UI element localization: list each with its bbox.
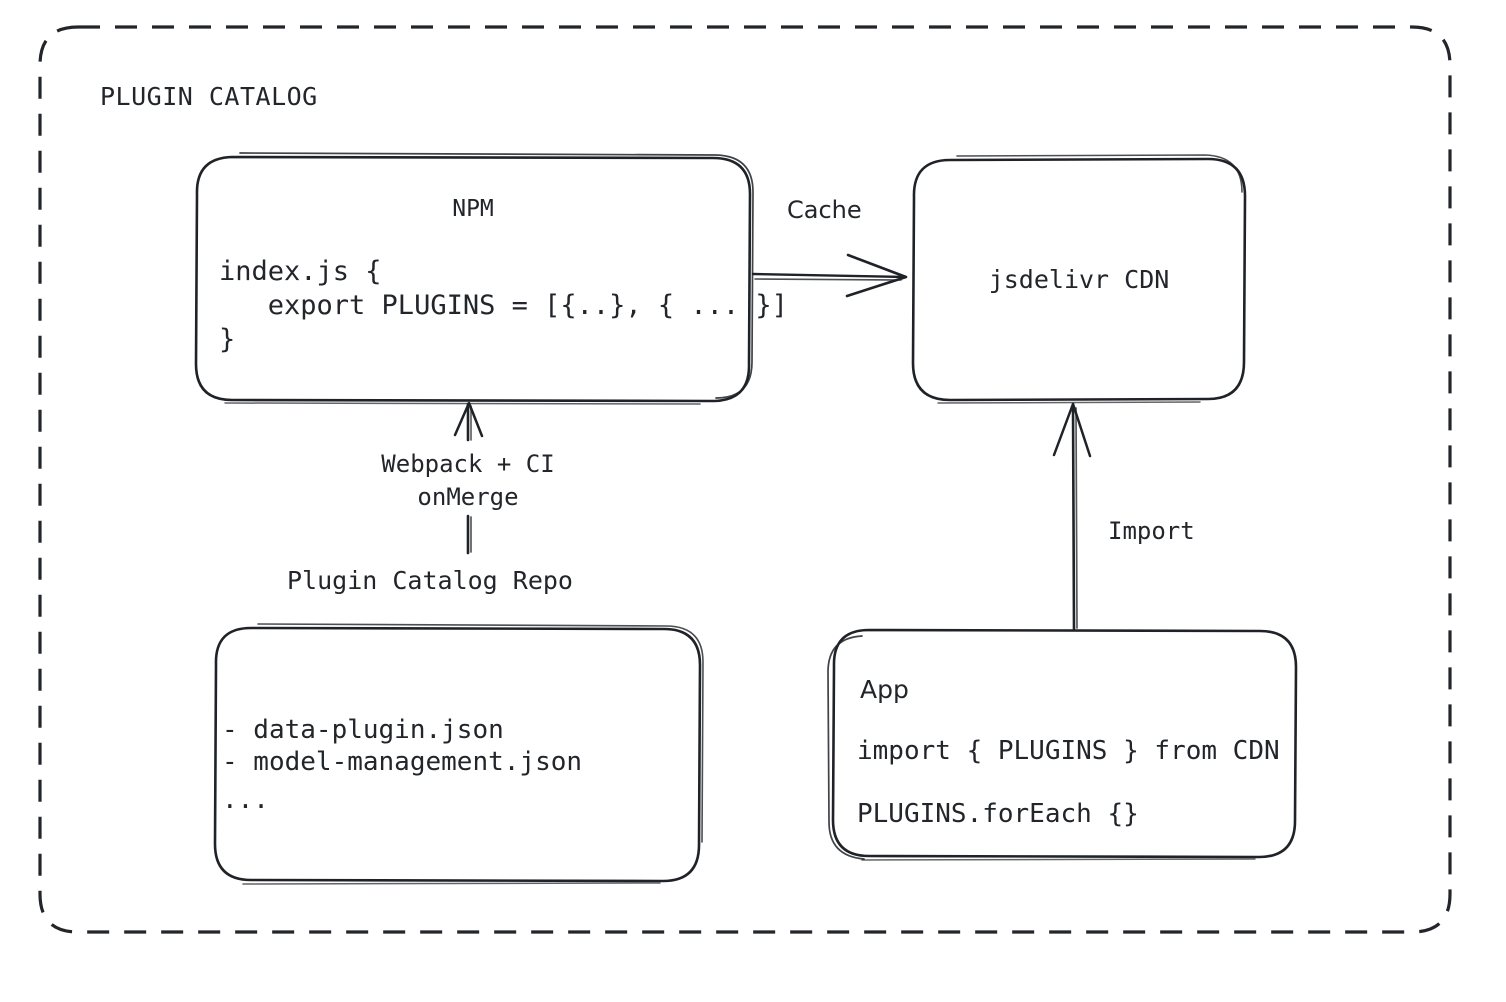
repo-file-line-3: ...: [222, 785, 269, 815]
repo-node-caption: Plugin Catalog Repo: [287, 566, 573, 595]
edge-label-import: Import: [1108, 517, 1195, 545]
npm-code-line-1: index.js {: [219, 256, 382, 287]
edge-label-webpack-ci: Webpack + CI: [381, 450, 555, 478]
app-node-title: App: [860, 675, 909, 704]
app-code-line-2: PLUGINS.forEach {}: [857, 799, 1139, 829]
repo-file-line-1: - data-plugin.json: [222, 715, 504, 745]
npm-code-line-3: }: [219, 324, 236, 355]
edge-app-to-cdn-arrow: [1052, 402, 1092, 631]
npm-node-title: NPM: [452, 196, 494, 222]
app-code-line-1: import { PLUGINS } from CDN: [857, 736, 1280, 766]
cdn-node-title: jsdelivr CDN: [988, 265, 1170, 294]
npm-code-line-2: export PLUGINS = [{..}, { ... }]: [219, 290, 788, 321]
repo-file-line-2: - model-management.json: [222, 747, 583, 777]
group-title: PLUGIN CATALOG: [100, 82, 318, 111]
edge-label-onmerge: onMerge: [417, 483, 519, 511]
edge-label-cache: Cache: [787, 196, 862, 224]
